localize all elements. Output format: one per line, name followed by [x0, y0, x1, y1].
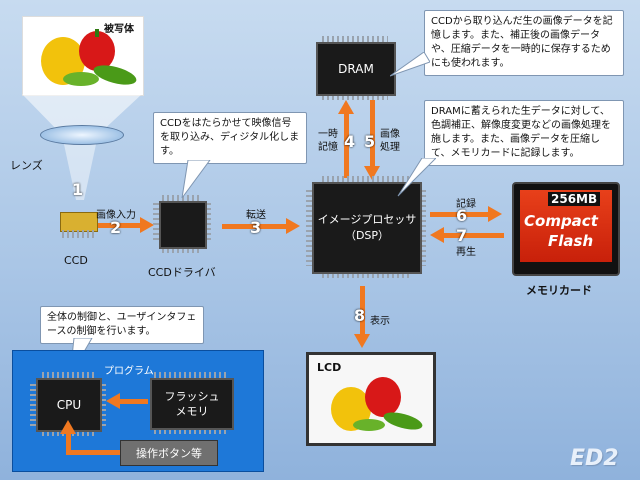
lcd-label: LCD — [317, 361, 342, 374]
callout-ccd-driver-tail — [181, 160, 211, 199]
step-8-number: 8 — [354, 306, 366, 325]
step-2-label: 画像入力 — [96, 210, 136, 221]
flash-memory-chip: フラッシュ メモリ — [150, 378, 234, 430]
arrow-dsp-to-card — [430, 212, 490, 217]
arrow-head-buttons-cpu — [60, 420, 76, 434]
buttons-box: 操作ボタン等 — [120, 440, 218, 466]
arrow-driver-to-dsp — [222, 224, 288, 229]
callout-dram-tail — [390, 52, 430, 77]
step-5-label: 画像処理 — [380, 129, 400, 153]
flash-pins-top — [154, 372, 226, 378]
ccd-driver-label: CCDドライバ — [148, 266, 216, 279]
program-label: プログラム — [104, 366, 154, 377]
cpu-pins-right — [100, 384, 106, 428]
arrow-head-7 — [430, 227, 444, 243]
cpu-pins-top — [42, 372, 94, 378]
ccd-driver-pins-bottom — [162, 247, 202, 253]
step-4-label: 一時記憶 — [318, 129, 338, 153]
lcd-peppers-illustration — [331, 377, 423, 431]
step-6-number: 6 — [456, 206, 468, 225]
arrow-head-2 — [140, 217, 154, 233]
dsp-chip: イメージプロセッサ （DSP） — [312, 182, 422, 274]
ccd-pins — [62, 230, 94, 238]
step-8-label: 表示 — [370, 316, 390, 327]
dram-chip: DRAM — [316, 42, 396, 96]
buttons-label: 操作ボタン等 — [136, 447, 202, 460]
cpu-chip: CPU — [36, 378, 102, 432]
arrow-buttons-to-cpu-v — [66, 430, 71, 455]
arrow-head-5 — [364, 166, 380, 180]
dsp-label-line2: （DSP） — [344, 229, 390, 242]
ed2-logo: ED2 — [570, 446, 619, 471]
step-4-number: 4 — [344, 132, 356, 151]
dram-pins-bottom — [322, 94, 388, 100]
arrow-dram-to-dsp — [370, 100, 375, 168]
dram-label: DRAM — [338, 62, 374, 76]
arrow-dsp-to-dram — [344, 112, 349, 178]
dsp-pins-bottom — [322, 272, 412, 278]
card-brand-line2: Flash — [548, 232, 594, 250]
arrow-card-to-dsp — [442, 233, 504, 238]
step-7-label: 再生 — [456, 247, 476, 258]
flash-label-line1: フラッシュ — [164, 390, 220, 403]
step-6-label: 記録 — [456, 199, 476, 210]
step-2-number: 2 — [110, 218, 122, 237]
arrow-buttons-to-cpu-h — [66, 450, 120, 455]
step-1-number: 1 — [72, 180, 84, 199]
ccd-driver-pins-left — [153, 203, 159, 243]
callout-cpu: 全体の制御と、ユーザインタフェースの制御を行います。 — [40, 306, 204, 344]
arrow-flash-to-cpu — [120, 399, 148, 404]
arrow-ccd-to-driver — [98, 223, 142, 228]
arrow-dsp-to-lcd — [360, 286, 365, 336]
lcd-display: LCD — [306, 352, 436, 446]
lens — [40, 125, 124, 145]
callout-dsp-tail — [397, 158, 436, 197]
arrow-head-3 — [286, 218, 300, 234]
flash-pins-bottom — [154, 428, 226, 434]
dsp-pins-top — [322, 176, 412, 182]
compact-flash-card: 256MB Compact Flash — [512, 182, 620, 276]
ccd-driver-pins-right — [205, 203, 211, 243]
ccd-sensor — [60, 212, 98, 232]
arrow-head-8 — [354, 334, 370, 348]
subject-label: 被写体 — [104, 24, 134, 35]
cpu-pins-left — [30, 384, 36, 428]
memory-card-label: メモリカード — [526, 284, 592, 297]
dsp-pins-right — [420, 190, 426, 266]
lens-label: レンズ — [10, 159, 43, 172]
callout-ccd-driver: CCDをはたらかせて映像信号を取り込み、ディジタル化します。 — [153, 112, 307, 164]
callout-dram: CCDから取り込んだ生の画像データを記憶します。また、補正後の画像データや、圧縮… — [424, 10, 624, 76]
dsp-label-line1: イメージプロセッサ — [317, 213, 417, 226]
step-3-number: 3 — [250, 218, 262, 237]
arrow-head-flash-cpu — [106, 393, 120, 409]
arrow-head-6 — [488, 206, 502, 222]
step-3-label: 転送 — [246, 210, 266, 221]
peppers-illustration — [41, 29, 137, 86]
dram-pins-top — [322, 36, 388, 42]
ccd-label: CCD — [64, 254, 88, 267]
ccd-driver-chip — [159, 201, 207, 249]
card-capacity: 256MB — [548, 192, 601, 206]
cpu-label: CPU — [56, 398, 82, 412]
dsp-pins-left — [306, 190, 312, 266]
callout-dsp: DRAMに蓄えられた生データに対して、色調補正、解像度変更などの画像処理を施しま… — [424, 100, 624, 166]
subject-photo — [22, 16, 144, 96]
flash-label-line2: メモリ — [175, 405, 209, 418]
step-7-number: 7 — [456, 226, 468, 245]
card-brand-line1: Compact — [524, 212, 598, 230]
step-5-number: 5 — [364, 132, 376, 151]
arrow-head-4 — [338, 100, 354, 114]
